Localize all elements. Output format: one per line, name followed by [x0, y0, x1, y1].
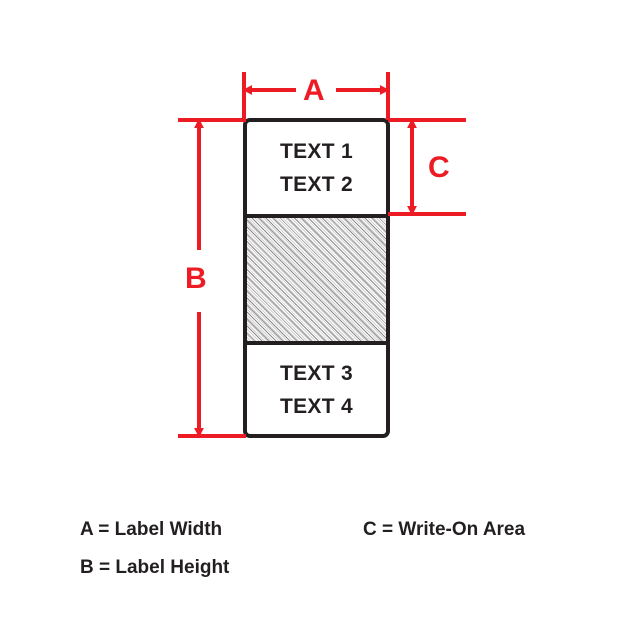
legend-entry-b: B = Label Height: [80, 557, 230, 578]
label-section-bottom-write-on: TEXT 3 TEXT 4: [247, 345, 386, 434]
label-text-line: TEXT 2: [280, 173, 353, 196]
label-text-line: TEXT 4: [280, 394, 353, 418]
legend-column-left: A = Label Width B = Label Height: [80, 520, 229, 596]
legend-column-right: C = Write-On Area: [363, 520, 525, 558]
label-graphic: TEXT 1 TEXT 2 TEXT 3 TEXT 4: [243, 118, 390, 438]
label-text-line: TEXT 3: [280, 361, 353, 385]
dimension-label-a: A: [303, 74, 325, 107]
legend-entry-c: C = Write-On Area: [363, 519, 526, 540]
label-section-top-write-on: TEXT 1 TEXT 2: [247, 122, 386, 214]
dimension-label-c: C: [428, 151, 450, 184]
legend-entry-a: A = Label Width: [80, 519, 223, 540]
legend: A = Label Width B = Label Height C = Wri…: [0, 520, 640, 610]
label-section-hatched: [247, 214, 386, 345]
dimension-label-b: B: [185, 262, 207, 295]
label-text-line: TEXT 1: [280, 140, 353, 163]
